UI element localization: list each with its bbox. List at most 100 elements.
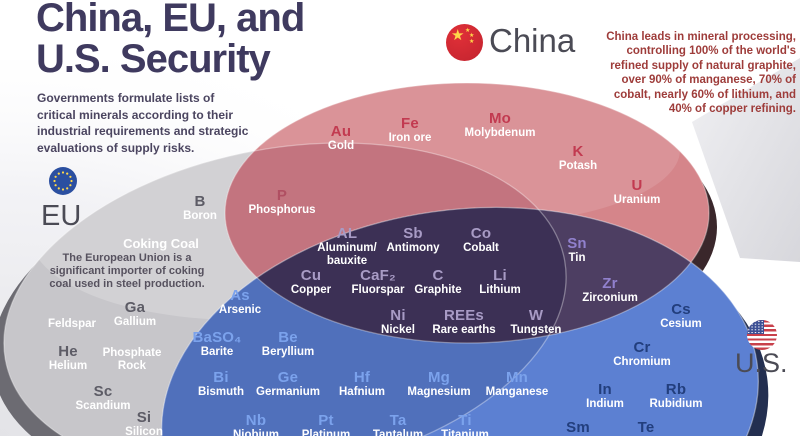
- mineral-name: Gold: [327, 140, 355, 152]
- mineral-name: Cesium: [660, 318, 702, 330]
- mineral-name: Silicon: [125, 426, 163, 436]
- us-flag-icon: [747, 320, 777, 350]
- eu-legend-label: EU: [41, 200, 82, 232]
- mineral-name: Tin: [568, 252, 586, 264]
- us-flag-canton: [747, 320, 764, 334]
- page-description: Governments formulate lists of critical …: [37, 91, 249, 155]
- china-flag-small-star-icon: ★: [469, 33, 475, 39]
- mineral-name: Fluorspar: [351, 284, 405, 296]
- eu-flag-stars: [53, 171, 73, 191]
- mineral-symbol: Ta: [389, 412, 407, 429]
- eu-flag-icon: [49, 167, 77, 195]
- mineral-name: Arsenic: [218, 304, 262, 316]
- mineral-symbol: BaSO₄: [192, 329, 242, 346]
- mineral-symbol: K: [572, 143, 584, 160]
- mineral-symbol: Ti: [458, 412, 472, 429]
- mineral-name: Zirconium: [582, 292, 638, 304]
- mineral-symbol: Si: [136, 409, 152, 426]
- mineral-symbol: Ge: [277, 369, 299, 386]
- mineral-symbol: AL: [336, 225, 358, 242]
- mineral-symbol: B: [194, 193, 206, 210]
- mineral-name: Tantalum: [372, 429, 424, 436]
- mineral-name: Indium: [586, 398, 624, 410]
- mineral-name: Scandium: [75, 400, 131, 412]
- mineral-symbol: Sn: [567, 235, 587, 252]
- mineral-symbol: Au: [330, 123, 352, 140]
- mineral-symbol: Fe: [401, 115, 419, 132]
- mineral-name: Nickel: [381, 324, 415, 336]
- mineral-symbol: Ni: [390, 307, 406, 324]
- mineral-name: Aluminum/ bauxite: [317, 242, 377, 267]
- mineral-name: Bismuth: [198, 386, 244, 398]
- mineral-name: Copper: [290, 284, 332, 296]
- mineral-name: Potash: [558, 160, 598, 172]
- mineral-name: Molybdenum: [464, 127, 536, 139]
- china-note: China leads in mineral processing, contr…: [606, 31, 796, 116]
- mineral-name: Antimony: [386, 242, 440, 254]
- page-title-line1: China, EU, and: [36, 0, 305, 40]
- china-legend-label: China: [489, 22, 576, 59]
- mineral-symbol: CaF₂: [360, 267, 396, 284]
- mineral-name: Chromium: [613, 356, 671, 368]
- china-flag-small-star-icon: ★: [469, 39, 475, 45]
- mineral-symbol: U: [631, 177, 643, 194]
- mineral-symbol: Cr: [633, 339, 651, 356]
- mineral-symbol: Te: [637, 419, 655, 436]
- eu-ellipse-outline: [3, 142, 567, 436]
- china-flag-icon: ★ ★ ★ ★: [446, 24, 483, 61]
- mineral-name: Beryllium: [261, 346, 315, 358]
- eu-note-body: The European Union is a significant impo…: [49, 252, 205, 290]
- mineral-label: Phosphate Rock: [103, 347, 162, 372]
- mineral-symbol: Sc: [93, 383, 113, 400]
- mineral-label: Feldspar: [48, 318, 96, 331]
- mineral-symbol: C: [432, 267, 444, 284]
- mineral-name: Gallium: [113, 316, 157, 328]
- us-legend-label: U.S.: [735, 348, 788, 378]
- mineral-name: Boron: [183, 210, 217, 222]
- mineral-name: Rare earths: [432, 324, 496, 336]
- mineral-name: Phosphate Rock: [102, 347, 162, 372]
- mineral-name: Iron ore: [388, 132, 432, 144]
- mineral-name: Helium: [48, 360, 88, 372]
- mineral-symbol: He: [58, 343, 78, 360]
- mineral-symbol: Mo: [488, 110, 512, 127]
- us-ellipse-outline: [161, 206, 759, 436]
- mineral-name: Phosphorus: [248, 204, 316, 216]
- mineral-symbol: Co: [470, 225, 492, 242]
- background-wedge: [692, 58, 800, 262]
- mineral-name: Platinum: [301, 429, 351, 436]
- mineral-symbol: Cs: [671, 301, 691, 318]
- china-flag-small-star-icon: ★: [465, 28, 471, 34]
